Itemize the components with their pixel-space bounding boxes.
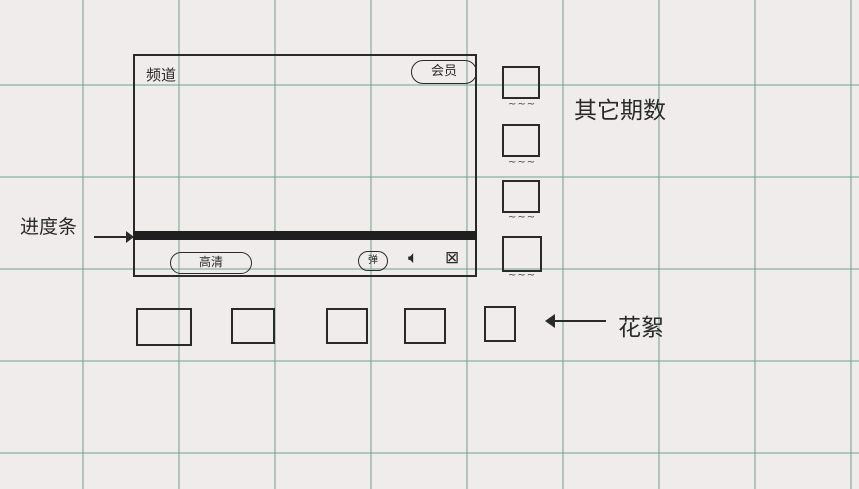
hd-quality-button[interactable]: 高清 xyxy=(170,252,252,274)
episode-caption: ~~~ xyxy=(508,157,537,168)
member-button[interactable]: 会员 xyxy=(411,60,477,84)
progress-bar[interactable] xyxy=(133,231,477,240)
episode-thumbnail[interactable] xyxy=(502,180,540,213)
extras-arrow xyxy=(545,314,606,328)
progress-arrow xyxy=(94,231,134,243)
other-episodes-annotation: 其它期数 xyxy=(574,98,666,124)
extras-thumbnail[interactable] xyxy=(326,308,368,344)
extras-annotation: 花絮 xyxy=(618,315,664,341)
speaker-icon[interactable]: 🔈︎ xyxy=(408,248,419,268)
extras-thumbnail[interactable] xyxy=(484,306,516,342)
episode-thumbnail[interactable] xyxy=(502,124,540,157)
episode-caption: ~~~ xyxy=(508,212,537,223)
episode-caption: ~~~ xyxy=(508,270,537,281)
extras-thumbnail[interactable] xyxy=(136,308,192,346)
video-player[interactable] xyxy=(133,54,477,277)
progress-bar-annotation: 进度条 xyxy=(20,216,78,238)
danmaku-toggle[interactable]: 弹 xyxy=(358,251,388,271)
extras-thumbnail[interactable] xyxy=(231,308,275,344)
episode-thumbnail[interactable] xyxy=(502,236,542,272)
episode-thumbnail[interactable] xyxy=(502,66,540,99)
fullscreen-icon[interactable]: ⊠ xyxy=(445,248,460,268)
progress-fill xyxy=(133,231,477,240)
extras-thumbnail[interactable] xyxy=(404,308,446,344)
channel-label: 频道 xyxy=(146,66,177,84)
episode-caption: ~~~ xyxy=(508,99,537,110)
